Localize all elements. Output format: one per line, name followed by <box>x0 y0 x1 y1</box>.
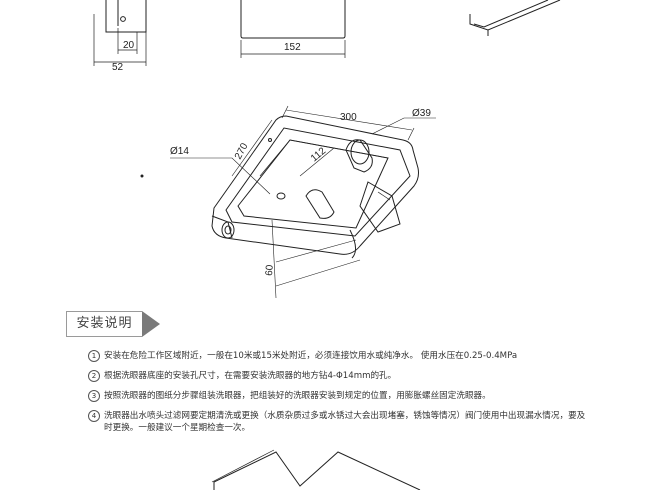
dim-top-width: 300 <box>340 112 357 123</box>
side-view <box>93 0 147 66</box>
bottom-view <box>211 449 421 490</box>
dim-top-depth: 270 <box>233 141 251 161</box>
step-number: 4 <box>88 410 100 422</box>
step-number: 2 <box>88 370 100 382</box>
instruction-step: 3 按照洗眼器的图纸分步骤组装洗眼器，把组装好的洗眼器安装到规定的位置，用膨胀螺… <box>88 390 588 402</box>
instruction-step: 2 根据洗眼器底座的安装孔尺寸，在需要安装洗眼器的地方钻4-Φ14mm的孔。 <box>88 370 588 382</box>
dim-side-outer: 52 <box>112 62 124 73</box>
step-text: 安装在危险工作区域附近，一般在10米或15米处附近，必须连接饮用水或纯净水。 使… <box>104 351 518 361</box>
instruction-list: 1 安装在危险工作区域附近，一般在10米或15米处附近，必须连接饮用水或纯净水。… <box>88 350 588 442</box>
step-text: 按照洗眼器的图纸分步骤组装洗眼器，把组装好的洗眼器安装到规定的位置，用膨胀螺丝固… <box>104 391 491 401</box>
step-number: 3 <box>88 390 100 402</box>
dim-hole-dia: Ø14 <box>170 146 189 157</box>
step-number: 1 <box>88 350 100 362</box>
step-text: 根据洗眼器底座的安装孔尺寸，在需要安装洗眼器的地方钻4-Φ14mm的孔。 <box>104 371 397 381</box>
dim-side-inner: 20 <box>123 40 135 51</box>
dim-base-height: 60 <box>264 264 276 276</box>
instruction-step: 1 安装在危险工作区域附近，一般在10米或15米处附近，必须连接饮用水或纯净水。… <box>88 350 588 362</box>
dim-inner-depth: 112 <box>309 145 329 164</box>
instruction-step: 4 洗眼器出水喷头过滤网要定期清洗或更换（水质杂质过多或水锈过大会出现堵塞，锈蚀… <box>88 410 588 434</box>
dim-drain-dia: Ø39 <box>412 108 431 119</box>
right-view <box>469 0 561 36</box>
front-view <box>240 0 346 58</box>
basin-isometric <box>170 105 436 299</box>
section-arrow-icon <box>142 311 160 337</box>
section-title: 安装说明 <box>66 311 142 337</box>
step-text: 洗眼器出水喷头过滤网要定期清洗或更换（水质杂质过多或水锈过大会出现堵塞，锈蚀等情… <box>104 411 586 433</box>
dim-front-width: 152 <box>284 42 301 53</box>
